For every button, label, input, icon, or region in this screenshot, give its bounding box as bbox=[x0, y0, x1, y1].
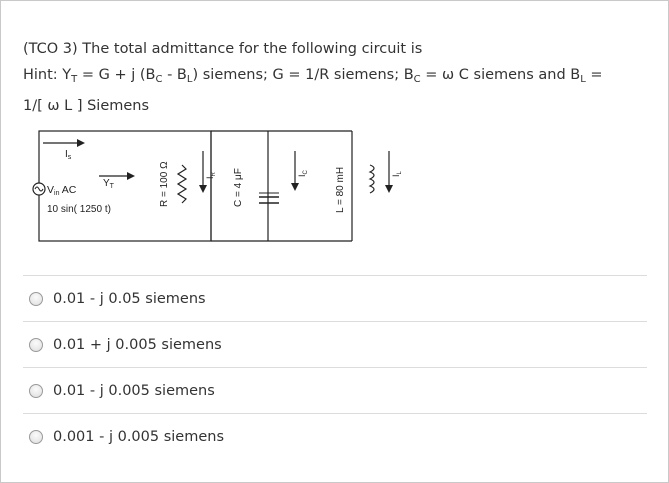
answer-option-1[interactable]: 0.01 - j 0.05 siemens bbox=[23, 275, 647, 321]
question-hint-continued: 1/[ ω L ] Siemens bbox=[23, 98, 150, 114]
inductor-icon bbox=[368, 164, 375, 194]
ic-label: IC bbox=[297, 169, 309, 177]
hint-part: ) siemens; G = 1/R siemens; B bbox=[192, 67, 414, 83]
hint-sub: C bbox=[413, 74, 421, 85]
hint-part: Hint: Y bbox=[23, 67, 72, 83]
il-label: IL bbox=[391, 170, 403, 177]
yt-label: YT bbox=[103, 178, 115, 190]
ir-label: IR bbox=[205, 171, 217, 179]
circuit-diagram: Is Vin AC 10 sin( 1250 t) YT R = 100 Ω I… bbox=[32, 130, 403, 242]
answer-option-4[interactable]: 0.001 - j 0.005 siemens bbox=[23, 413, 647, 459]
ic-arrow-head bbox=[291, 183, 299, 191]
question-title: (TCO 3) The total admittance for the fol… bbox=[23, 41, 423, 57]
answer-option-label[interactable]: 0.01 - j 0.005 siemens bbox=[53, 382, 215, 399]
capacitor-label: C = 4 μF bbox=[233, 168, 244, 207]
ac-source-wave bbox=[34, 186, 44, 192]
il-arrow-head bbox=[385, 185, 393, 193]
answer-option-label[interactable]: 0.01 - j 0.05 siemens bbox=[53, 290, 206, 307]
is-label: Is bbox=[65, 149, 72, 161]
question-text: (TCO 3) The total admittance for the fol… bbox=[23, 36, 653, 119]
answer-option-3[interactable]: 0.01 - j 0.005 siemens bbox=[23, 367, 647, 413]
hint-sub: T bbox=[71, 74, 78, 85]
vin-label: Vin AC bbox=[47, 184, 77, 197]
hint-part: = G + j (B bbox=[77, 67, 156, 83]
radio-button[interactable] bbox=[29, 291, 43, 306]
answer-option-label[interactable]: 0.001 - j 0.005 siemens bbox=[53, 428, 225, 445]
hint-sub: L bbox=[186, 74, 193, 85]
answer-options: 0.01 - j 0.05 siemens 0.01 + j 0.005 sie… bbox=[23, 275, 647, 459]
hint-sub: L bbox=[580, 74, 586, 85]
answer-option-label[interactable]: 0.01 + j 0.005 siemens bbox=[53, 336, 222, 353]
answer-option-2[interactable]: 0.01 + j 0.005 siemens bbox=[23, 321, 647, 367]
resistor-label: R = 100 Ω bbox=[159, 161, 170, 207]
resistor-icon bbox=[176, 164, 188, 204]
radio-button[interactable] bbox=[29, 383, 43, 398]
ir-arrow-head bbox=[199, 185, 207, 193]
radio-button[interactable] bbox=[29, 429, 43, 444]
hint-part: = ω C siemens and B bbox=[420, 67, 581, 83]
hint-part: - B bbox=[162, 67, 187, 83]
radio-button[interactable] bbox=[29, 337, 43, 352]
hint-sub: C bbox=[155, 74, 163, 85]
source-expression: 10 sin( 1250 t) bbox=[47, 204, 111, 215]
is-arrow-head bbox=[77, 139, 85, 147]
inductor-label: L = 80 mH bbox=[335, 167, 346, 213]
question-hint: Hint: YT = G + j (BC - BL) siemens; G = … bbox=[23, 62, 653, 93]
hint-part: = bbox=[585, 67, 603, 83]
yt-arrow-head bbox=[127, 172, 135, 180]
